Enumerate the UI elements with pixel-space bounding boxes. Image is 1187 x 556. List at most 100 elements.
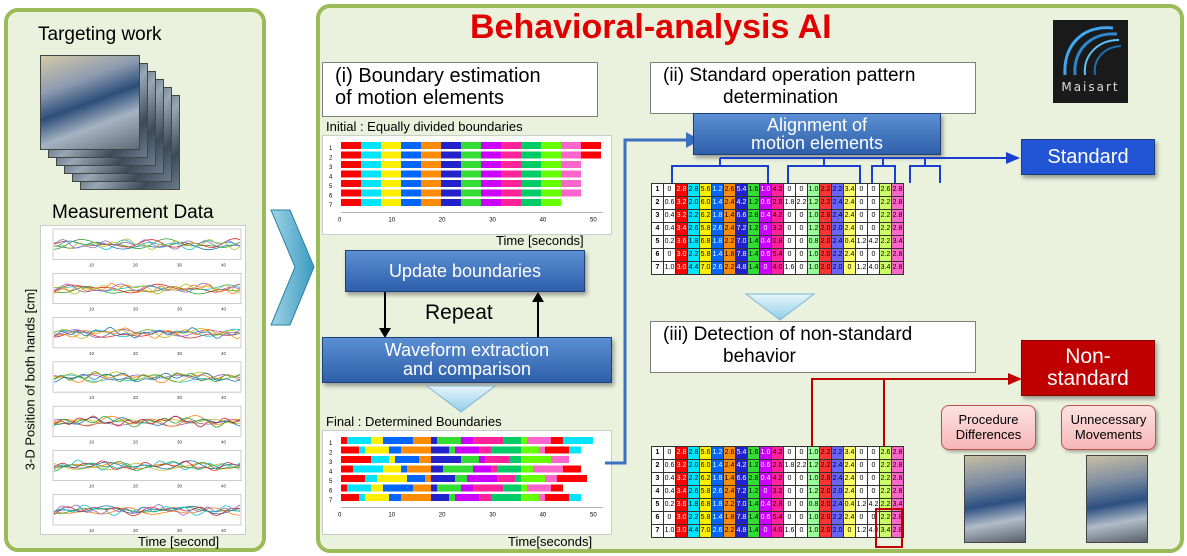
- waveform-line: [53, 415, 241, 428]
- row-label: 2: [329, 451, 333, 457]
- motion-segment: [533, 465, 563, 473]
- tick-label: 30: [489, 513, 496, 519]
- matrix-cell: 1.4: [711, 196, 724, 210]
- matrix-cell: 1.0: [807, 248, 820, 262]
- nonstandard-button[interactable]: Non- standard: [1021, 340, 1155, 396]
- motion-segment: [521, 465, 533, 473]
- matrix-cell: 2.6: [879, 183, 892, 197]
- repeat-label: Repeat: [425, 301, 493, 324]
- waveform-line: [53, 372, 241, 384]
- matrix-cell: 7.2: [735, 485, 748, 499]
- waveform-extraction-button[interactable]: Waveform extraction and comparison: [322, 337, 612, 383]
- matrix-cell: 1.2: [855, 498, 868, 512]
- procedure-differences-button[interactable]: Procedure Differences: [941, 405, 1036, 450]
- matrix-cell: 2.4: [831, 459, 844, 473]
- matrix-cell: 1.2: [807, 196, 820, 210]
- standard-label: Standard: [1047, 145, 1129, 168]
- waveform-line: [53, 460, 241, 471]
- matrix-cell: 2.6: [879, 446, 892, 460]
- motion-segment: [381, 170, 401, 178]
- matrix-row-label: 7: [651, 524, 664, 538]
- worker-photo: [40, 55, 140, 150]
- matrix-cell: 0: [795, 472, 808, 486]
- motion-segment: [441, 189, 461, 197]
- procedure-line1: Procedure: [958, 412, 1019, 428]
- matrix-cell: 0.4: [663, 209, 676, 223]
- matrix-cell: 5.8: [699, 511, 712, 525]
- matrix-cell: 2.4: [831, 196, 844, 210]
- wave-tick: 20: [133, 307, 139, 312]
- matrix-cell: 1.2: [807, 459, 820, 473]
- unnecessary-line2: Movements: [1074, 426, 1143, 442]
- motion-segment: [361, 189, 381, 197]
- matrix-cell: 2.0: [819, 498, 832, 512]
- wave-tick: 40: [221, 395, 227, 400]
- motion-segment: [561, 189, 581, 197]
- tick-label: 50: [590, 513, 597, 519]
- motion-segment: [497, 475, 515, 482]
- motion-segment: [361, 151, 381, 159]
- matrix-row-label: 2: [651, 196, 664, 210]
- matrix-cell: 2.2: [687, 511, 700, 525]
- matrix-cell: 2.8: [771, 235, 784, 249]
- matrix-row-label: 2: [651, 459, 664, 473]
- matrix-cell: 5.8: [699, 222, 712, 236]
- motion-segment: [381, 189, 401, 197]
- video-frames: [40, 55, 190, 195]
- motion-segment: [361, 199, 381, 206]
- unnecessary-movements-button[interactable]: Unnecessary Movements: [1061, 405, 1156, 450]
- row-label: 6: [329, 489, 333, 495]
- tick-label: 10: [388, 513, 395, 519]
- matrix-cell: 2.2: [831, 248, 844, 262]
- motion-segment: [381, 142, 401, 149]
- tick-label: 20: [439, 513, 446, 519]
- tick-label: 30: [489, 218, 496, 224]
- motion-segment: [341, 142, 361, 149]
- motion-segment: [481, 199, 501, 206]
- matrix-cell: 2.6: [771, 459, 784, 473]
- matrix-cell: 4.2: [867, 235, 880, 249]
- motion-segment: [491, 494, 521, 501]
- matrix-cell: 2.2: [723, 261, 736, 275]
- motion-segment: [455, 446, 479, 454]
- update-boundaries-button[interactable]: Update boundaries: [345, 250, 585, 292]
- row-label: 3: [329, 460, 333, 466]
- matrix-cell: 0: [783, 183, 796, 197]
- wave-tick: 30: [177, 262, 183, 267]
- matrix-cell: 2.8: [675, 183, 688, 197]
- standard-button[interactable]: Standard: [1021, 139, 1155, 175]
- matrix-cell: 0: [855, 222, 868, 236]
- tick-label: 40: [540, 513, 547, 519]
- matrix-row-label: 3: [651, 472, 664, 486]
- matrix-cell: 0.6: [759, 459, 772, 473]
- matrix-cell: 0: [783, 472, 796, 486]
- motion-segment: [545, 494, 569, 501]
- motion-segment: [341, 484, 347, 492]
- motion-segment: [481, 151, 501, 159]
- alignment-button[interactable]: Alignment of motion elements: [693, 113, 941, 155]
- matrix-cell: 0.4: [759, 472, 772, 486]
- motion-segment: [541, 180, 561, 187]
- wave-tick: 20: [133, 395, 139, 400]
- motion-segment: [441, 170, 461, 178]
- motion-segment: [381, 161, 401, 168]
- matrix-cell: 0: [795, 222, 808, 236]
- matrix-cell: 7.0: [699, 524, 712, 538]
- matrix-cell: 4.2: [771, 472, 784, 486]
- unnecessary-line1: Unnecessary: [1070, 412, 1147, 428]
- matrix-cell: 2.8: [891, 209, 904, 223]
- motion-segment: [449, 494, 455, 501]
- matrix-cell: 0: [867, 209, 880, 223]
- matrix-cell: 0: [795, 261, 808, 275]
- matrix-cell: 1.2: [747, 459, 760, 473]
- matrix-cell: 1.2: [807, 222, 820, 236]
- matrix-cell: 2.2: [879, 472, 892, 486]
- matrix-cell: 2.0: [819, 511, 832, 525]
- matrix-cell: 7.0: [699, 261, 712, 275]
- motion-segment: [491, 465, 497, 473]
